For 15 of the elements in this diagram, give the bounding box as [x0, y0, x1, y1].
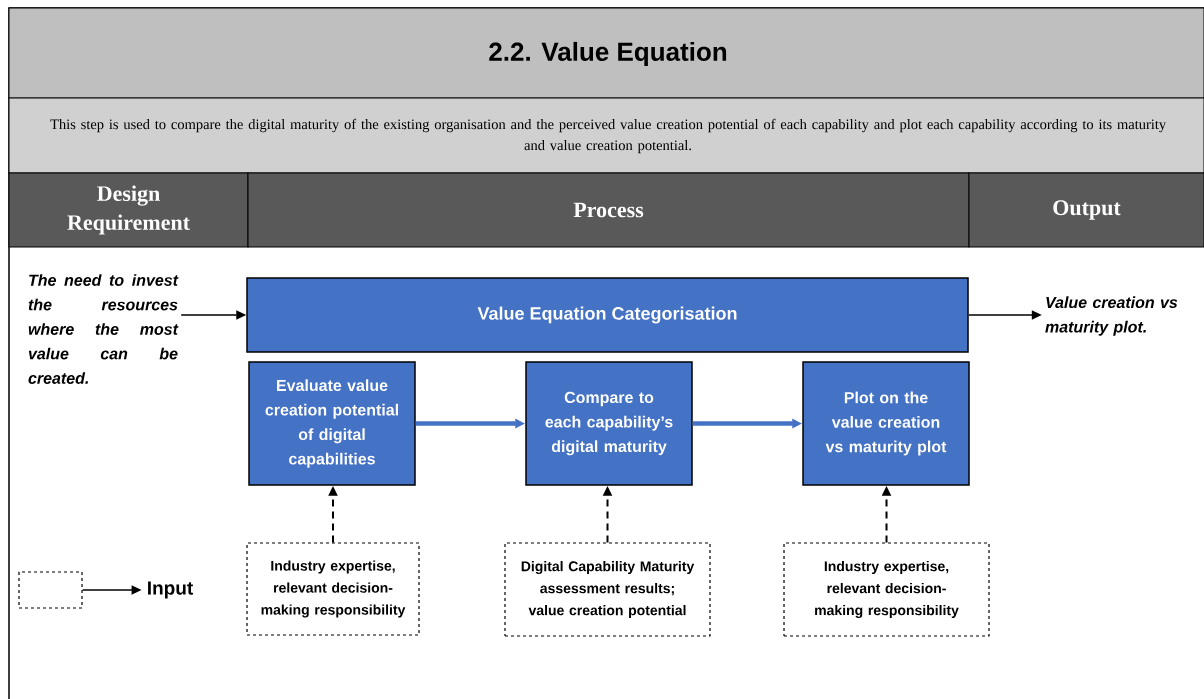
header-cell: Output — [968, 172, 1204, 248]
header-cell: Design Requirement — [8, 172, 249, 248]
process-box: Evaluate value creation potential of digital capabilities — [248, 361, 416, 486]
title-band: 2.2. Value Equation — [8, 7, 1204, 99]
process-box: Compare to each capability’s digital maturity — [525, 361, 693, 486]
input-box: Industry expertise, relevant decision-making responsibility — [246, 542, 420, 636]
input-box: Industry expertise, relevant decision-making responsibility — [783, 542, 990, 637]
process-box: Value Equation Categorisation — [246, 277, 969, 353]
legend-box — [18, 571, 83, 609]
input-box: Digital Capability Maturity assessment results; value creation potential — [504, 542, 711, 637]
legend-label: Input — [148, 581, 193, 599]
description-band: This step is used to compare the digital maturity of the existing organisation and the perceived value creation potential of each capability and plot each capability according to its maturity and value creation potential. — [8, 97, 1204, 174]
requirement-text: The need to invest the resources where the most value can be created. — [28, 274, 179, 384]
output-text: Value creation vs maturity plot. — [1045, 296, 1178, 336]
process-box: Plot on the value creation vs maturity plot — [802, 361, 970, 486]
